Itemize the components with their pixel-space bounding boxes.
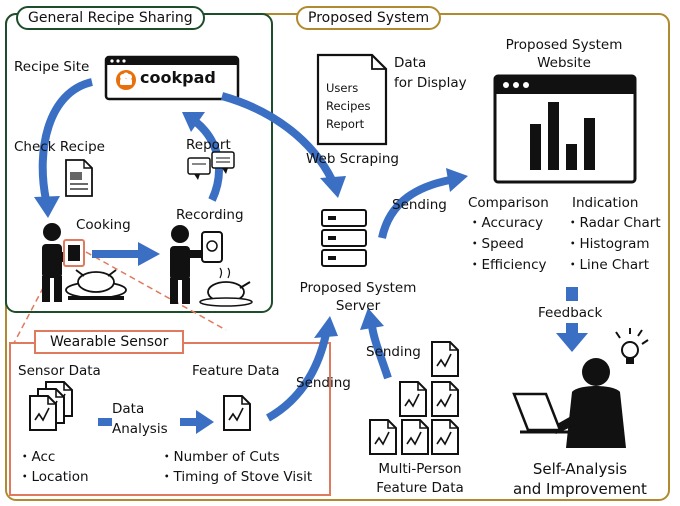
data-display-title-line2: for Display (394, 75, 467, 91)
multi-person-label-line1: Multi-Person (378, 461, 462, 477)
self-analysis-line1: Self-Analysis (532, 460, 628, 478)
arrow-site-to-check (38, 78, 94, 201)
feedback-arrow-stem (566, 287, 578, 301)
data-analysis-line1: Data (112, 401, 145, 417)
arrow-web-scraping (220, 92, 336, 182)
recipe-site-window (104, 55, 240, 101)
indication-item-radar: ・Radar Chart (566, 215, 661, 231)
wearable-sensor-title: Wearable Sensor (34, 330, 185, 354)
sending-label-left: Sending (296, 375, 351, 391)
web-scraping-label: Web Scraping (306, 151, 399, 167)
sensor-data-label: Sensor Data (18, 363, 101, 379)
recording-label: Recording (176, 207, 244, 223)
arrow-feature-to-server (265, 333, 330, 422)
recipe-site-label: Recipe Site (14, 59, 90, 75)
arrow-sensor-analysis-in (98, 418, 112, 426)
sending-label-top: Sending (392, 197, 447, 213)
recording-person-icon (170, 225, 208, 304)
report-chat-icon (187, 151, 235, 180)
cooking-label: Cooking (76, 217, 131, 233)
arrow-multi-to-server (368, 325, 392, 380)
check-recipe-label: Check Recipe (14, 139, 105, 155)
feature-data-label: Feature Data (192, 363, 280, 379)
cookpad-brand-text: cookpad (140, 68, 216, 87)
server-label-line1: Proposed System (299, 280, 417, 296)
comparison-item-accuracy: ・Accuracy (468, 215, 544, 231)
chicken-dish-icon (65, 269, 127, 300)
cookpad-logo-icon (116, 70, 136, 90)
server-label-line2: Server (335, 298, 381, 314)
comparison-item-speed: ・Speed (468, 236, 524, 252)
bar-chart-icon (530, 102, 595, 170)
multi-person-label-line2: Feature Data (376, 480, 464, 496)
comparison-heading: Comparison (468, 195, 549, 211)
proposed-system-title: Proposed System (296, 6, 442, 30)
comparison-item-efficiency: ・Efficiency (468, 257, 547, 273)
general-recipe-sharing-title: General Recipe Sharing (16, 6, 205, 30)
data-display-title-line1: Data (394, 55, 427, 71)
laptop-person-icon (512, 358, 626, 448)
data-doc-line-report: Report (326, 117, 365, 131)
idea-lightbulb-icon (615, 328, 649, 364)
indication-heading: Indication (572, 195, 639, 211)
data-for-display-document (316, 53, 388, 146)
website-label-line2: Website (537, 55, 591, 71)
feature-item-cuts: ・Number of Cuts (160, 449, 280, 465)
website-window-icon (493, 74, 637, 184)
feature-item-stove: ・Timing of Stove Visit (160, 469, 313, 485)
self-analysis-line2: and Improvement (513, 480, 647, 498)
sensor-callout-line-right (85, 251, 227, 331)
sensor-callout-line-left (13, 251, 63, 344)
feedback-label: Feedback (538, 305, 603, 321)
wearable-device-icon (63, 239, 85, 267)
arrow-analysis-to-feature (196, 410, 214, 434)
indication-item-histogram: ・Histogram (566, 236, 650, 252)
arrow-server-to-website (378, 176, 451, 239)
data-doc-line-recipes: Recipes (326, 99, 371, 113)
feedback-arrow-head (556, 333, 588, 352)
sensor-item-acc: ・Acc (18, 449, 56, 465)
sensor-item-location: ・Location (18, 469, 89, 485)
website-label-line1: Proposed System (505, 37, 623, 53)
sensor-data-documents (29, 381, 73, 431)
smartphone-icon (201, 231, 223, 263)
data-analysis-line2: Analysis (112, 421, 168, 437)
roast-chicken-icon (199, 267, 253, 307)
sending-label-bottom: Sending (366, 344, 421, 360)
indication-item-line: ・Line Chart (566, 257, 650, 273)
feature-data-document (223, 395, 251, 431)
server-icon (321, 209, 367, 267)
report-label: Report (186, 137, 231, 153)
data-doc-line-users: Users (326, 81, 359, 95)
recipe-document-icon (65, 159, 93, 197)
